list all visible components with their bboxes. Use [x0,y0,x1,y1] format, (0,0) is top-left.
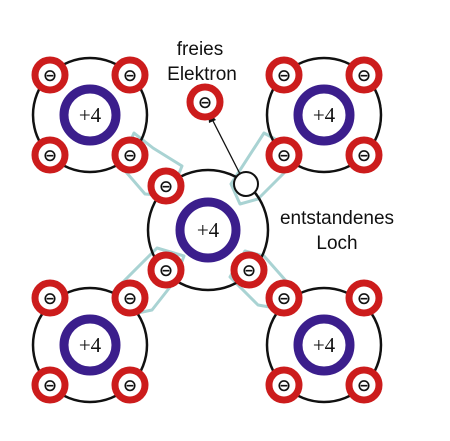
orbit-bottom-left [31,286,149,404]
electron: ⊖ [31,136,69,174]
free-electron: ⊖ [186,83,224,121]
svg-text:⊖: ⊖ [277,146,291,166]
svg-text:⊖: ⊖ [43,66,57,86]
svg-text:⊖: ⊖ [159,177,173,197]
electron: ⊖ [31,366,69,404]
electron: ⊖ [111,56,149,94]
core-top-right [293,84,355,146]
svg-text:⊖: ⊖ [357,146,371,166]
charge-label-center: +4 [197,218,220,242]
electron: ⊖ [111,279,149,317]
svg-text:⊖: ⊖ [357,66,371,86]
charge-label-bottom-left: +4 [79,333,102,357]
svg-text:⊖: ⊖ [43,289,57,309]
svg-text:⊖: ⊖ [123,146,137,166]
core-bottom-left [59,314,121,376]
electron: ⊖ [31,279,69,317]
charge-label-top-right: +4 [313,103,336,127]
electron: ⊖ [345,56,383,94]
hole-label-line2: Loch [316,233,357,254]
charge-label-top-left: +4 [79,103,102,127]
svg-text:⊖: ⊖ [357,376,371,396]
electron: ⊖ [111,136,149,174]
hole-marker [233,171,259,197]
core-labels: +4 +4 +4 +4 +4 [79,103,336,357]
svg-text:⊖: ⊖ [123,289,137,309]
atom-cores [59,84,355,376]
electron: ⊖ [111,366,149,404]
svg-text:⊖: ⊖ [277,289,291,309]
electron: ⊖ [147,251,185,289]
electron: ⊖ [345,279,383,317]
free-electron-label-line1: freies [177,39,223,60]
electron: ⊖ [265,279,303,317]
orbit-bottom-right [265,286,383,404]
svg-text:⊖: ⊖ [277,376,291,396]
orbit-center [146,168,270,292]
hole-label-line1: entstandenes [280,208,394,229]
electron: ⊖ [345,136,383,174]
svg-text:⊖: ⊖ [123,376,137,396]
orbit-top-left [31,56,149,174]
svg-text:⊖: ⊖ [277,66,291,86]
electron: ⊖ [265,366,303,404]
core-top-left [59,84,121,146]
electron: ⊖ [147,167,185,205]
electron: ⊖ [31,56,69,94]
electron: ⊖ [345,366,383,404]
svg-text:⊖: ⊖ [43,376,57,396]
svg-text:⊖: ⊖ [198,93,212,113]
svg-text:⊖: ⊖ [43,146,57,166]
svg-text:⊖: ⊖ [123,66,137,86]
electron: ⊖ [230,251,268,289]
escape-arrow [208,111,241,175]
captions: freies Elektron entstandenes Loch [167,39,394,254]
orbits [31,56,383,404]
svg-text:⊖: ⊖ [242,261,256,281]
svg-text:⊖: ⊖ [357,289,371,309]
free-electron-label-line2: Elektron [167,64,237,85]
electron: ⊖ [265,56,303,94]
svg-text:⊖: ⊖ [159,261,173,281]
orbit-top-right [265,56,383,174]
electrons: ⊖ ⊖ ⊖ ⊖ ⊖ ⊖ ⊖ ⊖ [31,56,383,404]
electron: ⊖ [265,136,303,174]
core-bottom-right [293,314,355,376]
core-center [175,197,241,263]
charge-label-bottom-right: +4 [313,333,336,357]
